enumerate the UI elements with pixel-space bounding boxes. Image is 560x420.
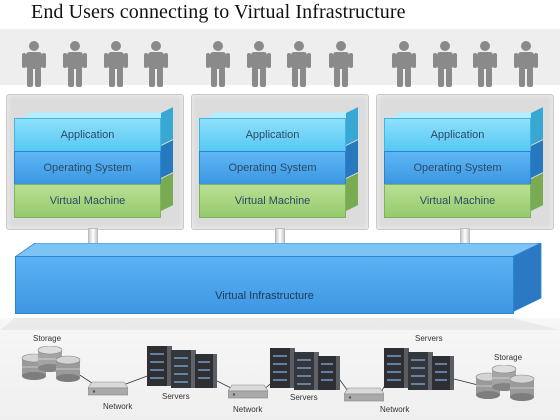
network-switch-icon <box>228 384 268 399</box>
virtual-infrastructure-layer: Virtual Infrastructure <box>15 256 514 314</box>
user-icon <box>144 41 168 87</box>
virtual-infrastructure-top-face <box>15 243 541 257</box>
network-switch-icon <box>88 381 128 396</box>
user-icon <box>104 41 128 87</box>
servers-label-right: Servers <box>415 334 443 343</box>
user-icon <box>392 41 416 87</box>
storage-disk-icon <box>21 346 81 382</box>
application-label-3: Application <box>430 129 485 141</box>
operating-system-layer-2: Operating System <box>199 140 358 185</box>
operating-system-layer-1: Operating System <box>14 140 173 185</box>
user-icon <box>22 41 46 87</box>
virtual-machine-label-3: Virtual Machine <box>419 195 496 207</box>
server-rack-icon <box>384 348 454 390</box>
virtual-machine-layer-3: Virtual Machine <box>384 173 543 218</box>
operating-system-label-1: Operating System <box>43 162 132 174</box>
storage-label-right: Storage <box>494 353 523 362</box>
virtual-machine-layer-2: Virtual Machine <box>199 173 358 218</box>
servers-label-left: Servers <box>162 392 190 401</box>
servers-label-middle: Servers <box>290 393 318 402</box>
user-icon <box>329 41 353 87</box>
user-icon <box>514 41 538 87</box>
projection-cone <box>0 318 560 330</box>
user-icon <box>247 41 271 87</box>
server-rack-icon <box>270 348 340 390</box>
virtual-infrastructure-side-face <box>512 243 542 313</box>
server-rack-icon <box>147 346 217 388</box>
network-label-right: Network <box>380 405 410 414</box>
virtual-machine-label-2: Virtual Machine <box>234 195 311 207</box>
storage-disk-icon <box>475 365 535 401</box>
application-label-2: Application <box>245 129 300 141</box>
user-icon <box>287 41 311 87</box>
application-layer-1: Application <box>14 107 177 152</box>
application-layer-3: Application <box>384 107 547 152</box>
user-icon <box>63 41 87 87</box>
user-icon <box>433 41 457 87</box>
application-label-1: Application <box>60 129 115 141</box>
virtual-machine-label-1: Virtual Machine <box>49 195 126 207</box>
user-icon <box>473 41 497 87</box>
network-switch-icon <box>344 387 384 402</box>
network-label-left: Network <box>103 402 133 411</box>
network-label-middle: Network <box>233 405 263 414</box>
virtual-infrastructure-label: Virtual Infrastructure <box>215 290 314 302</box>
end-users-band <box>0 29 560 85</box>
application-layer-2: Application <box>199 107 362 152</box>
operating-system-label-3: Operating System <box>413 162 502 174</box>
user-icon <box>206 41 230 87</box>
operating-system-layer-3: Operating System <box>384 140 543 185</box>
operating-system-label-2: Operating System <box>228 162 317 174</box>
storage-label-left: Storage <box>33 334 62 343</box>
diagram-title: End Users connecting to Virtual Infrastr… <box>31 1 406 23</box>
virtual-machine-layer-1: Virtual Machine <box>14 173 173 218</box>
